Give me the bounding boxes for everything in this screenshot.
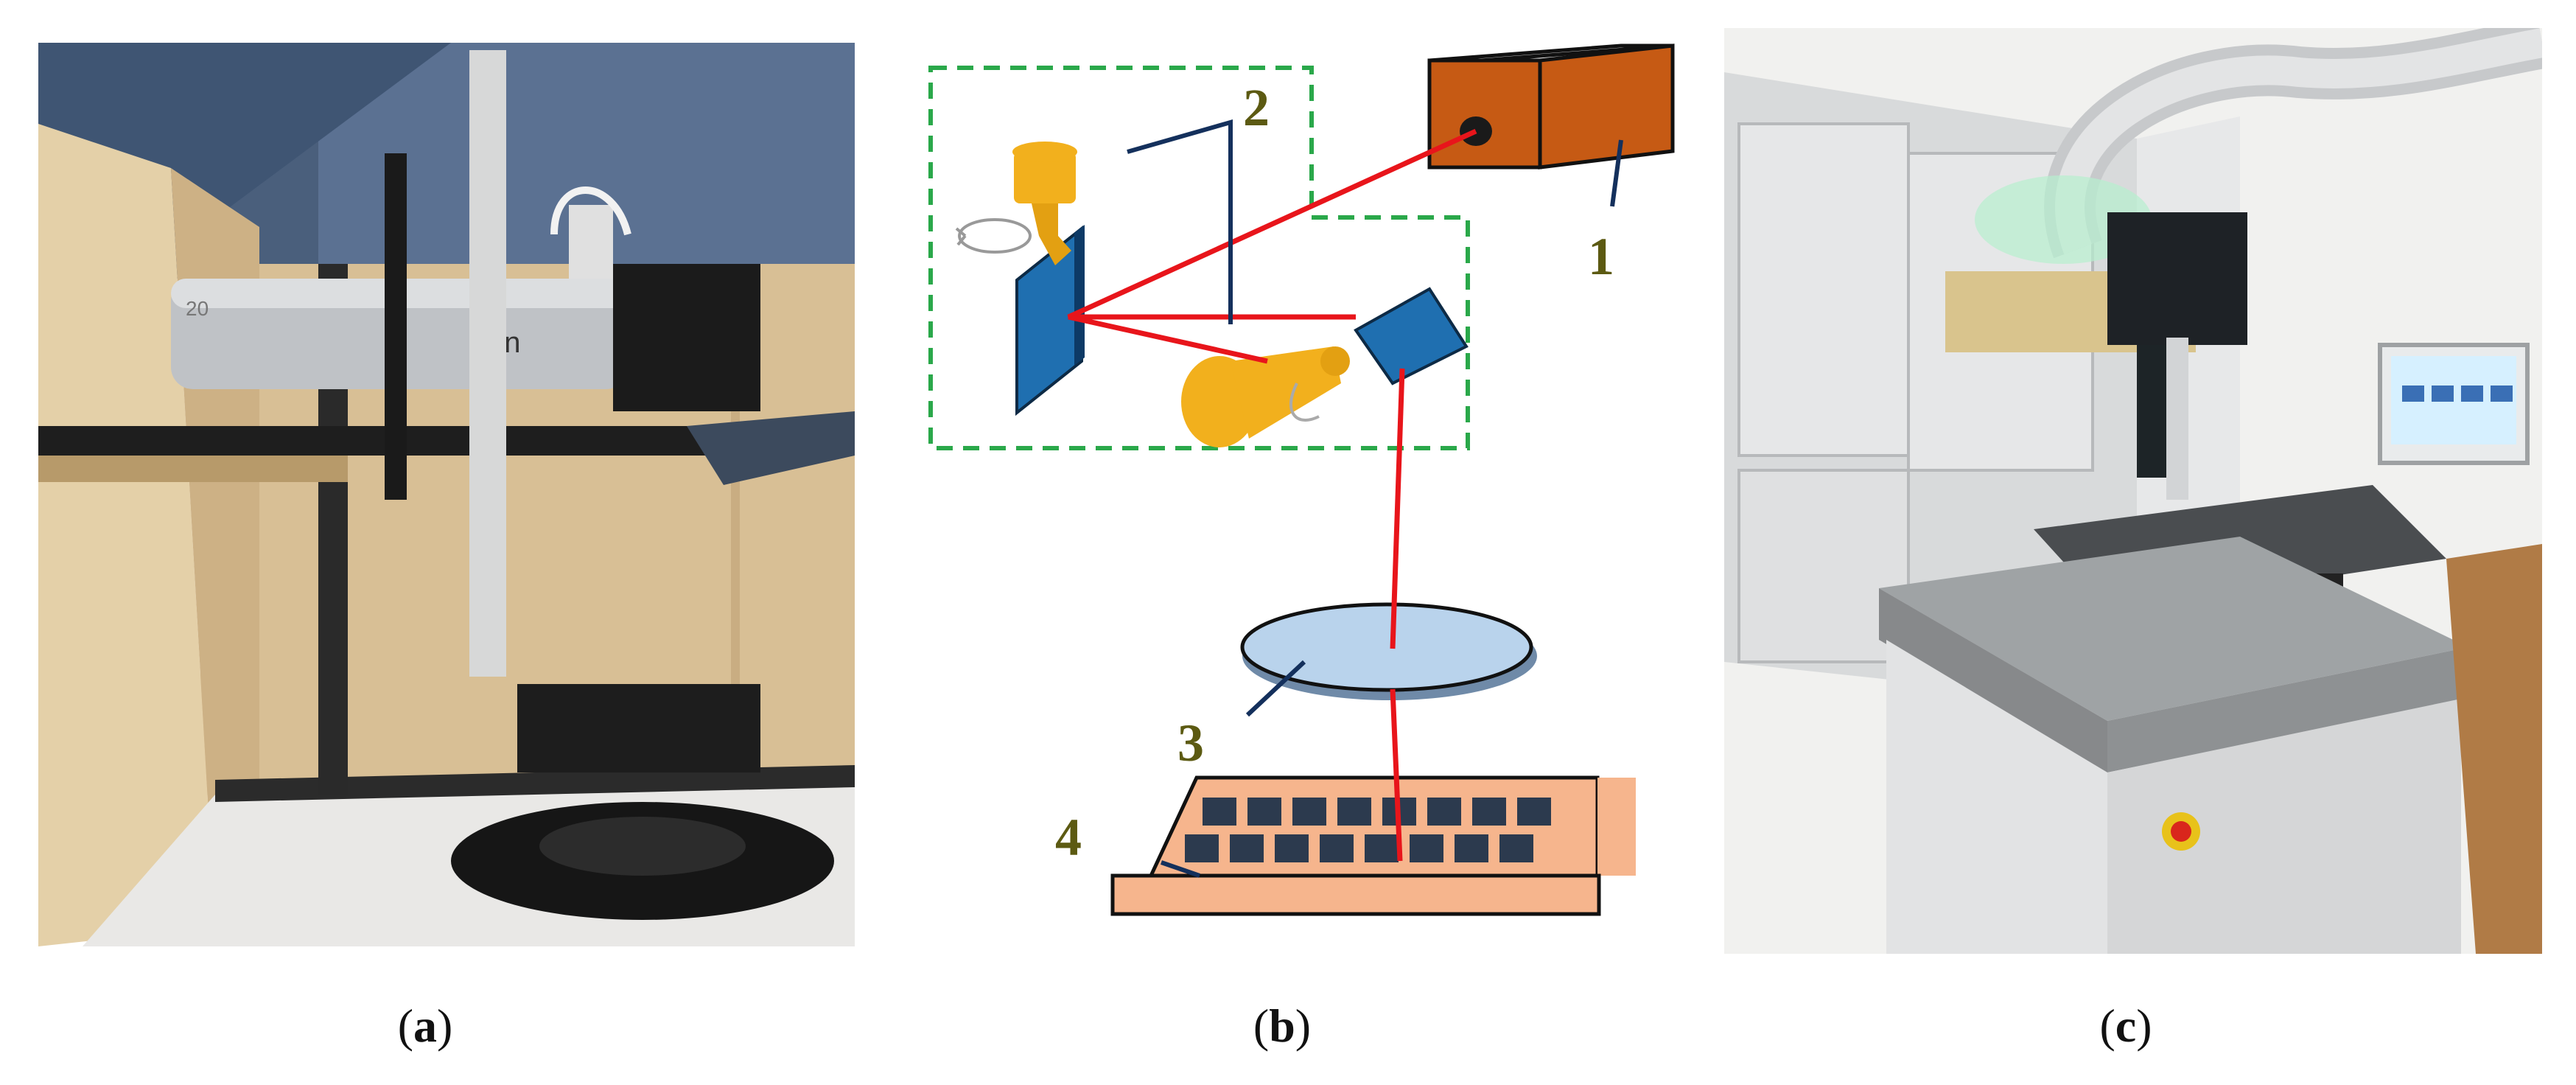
label-2: 2 bbox=[1243, 78, 1270, 137]
solar-cell bbox=[1365, 834, 1399, 862]
caption-b-letter: b bbox=[1269, 999, 1295, 1052]
solar-cell bbox=[1455, 834, 1488, 862]
label-1: 1 bbox=[1588, 227, 1614, 286]
caption-b-close: ) bbox=[1295, 999, 1312, 1052]
caption-c-open: ( bbox=[2099, 999, 2115, 1052]
caption-a-close: ) bbox=[437, 999, 453, 1052]
laser-beam-path bbox=[1067, 128, 1477, 862]
solar-cell-grid bbox=[1185, 798, 1551, 862]
solar-cell bbox=[1292, 798, 1326, 826]
panel-b-schematic: 1 2 3 4 bbox=[884, 15, 1695, 973]
label-leader-lines bbox=[1127, 119, 1623, 878]
solar-cell bbox=[1247, 798, 1281, 826]
panel-a-illustration: 20 ofin bbox=[38, 43, 855, 946]
caption-a: (a) bbox=[351, 999, 499, 1053]
solar-cell bbox=[1337, 798, 1371, 826]
solar-cell bbox=[1472, 798, 1506, 826]
galvo-motor-1-icon bbox=[955, 142, 1077, 265]
galvo-mirror-icon bbox=[1015, 225, 1085, 416]
focusing-lens-icon bbox=[1240, 602, 1537, 700]
laser-source-icon bbox=[1427, 43, 1675, 170]
solar-cell bbox=[1410, 834, 1443, 862]
caption-a-open: ( bbox=[397, 999, 413, 1052]
solar-cell bbox=[1517, 798, 1551, 826]
galvo-mirror-2-icon bbox=[1354, 287, 1469, 385]
solar-cell bbox=[1427, 798, 1461, 826]
galvo-motor-2-icon bbox=[1181, 346, 1350, 447]
solar-cell bbox=[1230, 834, 1264, 862]
caption-b-open: ( bbox=[1253, 999, 1270, 1052]
scanner-group-border bbox=[928, 66, 1470, 450]
panel-c-photo bbox=[1724, 28, 2542, 954]
panel-a-photo: 20 ofin bbox=[38, 43, 855, 946]
panel-c-illustration bbox=[1724, 28, 2542, 954]
caption-c-letter: c bbox=[2115, 999, 2137, 1052]
caption-c-close: ) bbox=[2136, 999, 2152, 1052]
schematic-diagram: 1 2 3 4 bbox=[928, 43, 1675, 916]
photo-marking-1: 20 bbox=[186, 297, 209, 320]
caption-b: (b) bbox=[1208, 999, 1356, 1053]
caption-c: (c) bbox=[2052, 999, 2199, 1053]
solar-cell bbox=[1320, 834, 1354, 862]
solar-cell bbox=[1203, 798, 1236, 826]
solar-cell bbox=[1275, 834, 1309, 862]
label-3: 3 bbox=[1177, 714, 1204, 772]
solar-cell bbox=[1185, 834, 1219, 862]
workpiece-icon bbox=[1110, 775, 1636, 916]
label-4: 4 bbox=[1055, 808, 1082, 867]
solar-cell bbox=[1499, 834, 1533, 862]
caption-a-letter: a bbox=[413, 999, 437, 1052]
